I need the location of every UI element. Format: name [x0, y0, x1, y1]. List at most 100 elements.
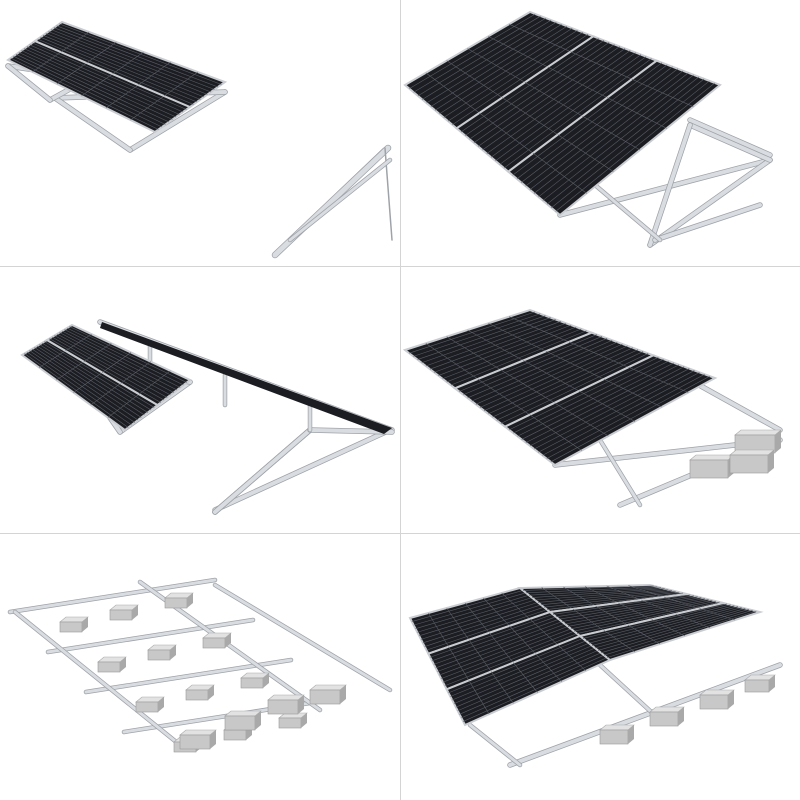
c3-panel-1-cell-line: [39, 350, 66, 368]
c4-panel-3-cell-line: [550, 375, 711, 463]
c5-block-front-2-top: [224, 710, 262, 717]
c4-panel-2: [453, 331, 656, 428]
c4-panel-1-cell-line: [425, 319, 556, 367]
c6-block-4: [744, 679, 770, 693]
c4-panel-3: [503, 354, 718, 467]
c6-panel-left-3-cell-line: [450, 640, 587, 697]
c6-block-1: [599, 729, 629, 745]
c6-panel-left-1-cell-line: [422, 604, 542, 644]
c5-block-4c-side: [301, 713, 307, 728]
c4-brace-face: [598, 438, 642, 507]
c2-panel-2-cell-line: [469, 42, 610, 140]
c4-panel-3-cell-line: [546, 373, 705, 459]
c2-base-face: [653, 203, 762, 242]
c6-panel-right-2-cell-line: [558, 596, 698, 620]
c6-block-2: [649, 711, 679, 727]
c2-panel-2-cell-line: [503, 58, 652, 169]
c2-panel-3-cell-line: [546, 78, 705, 205]
c5-block-2c-side: [225, 633, 231, 648]
c6-panel-right-3-cell-line: [582, 603, 728, 639]
c5-block-front-1-top: [179, 729, 217, 736]
c2-panel-2-cell-line: [478, 46, 620, 147]
c2-panel-3-cell-line: [516, 64, 668, 180]
c5-block-front-4: [309, 689, 341, 705]
c2-panel-1-cell-line: [422, 19, 552, 100]
c6-panel-right-3-cell-line: [585, 604, 731, 642]
c3-panel-edge: [100, 322, 392, 434]
c6-panel-right-2-cell-line: [564, 598, 706, 625]
c6-panel-left-3-cell-line: [457, 650, 599, 712]
c5-block-3c: [240, 677, 264, 689]
c6-panel-right-1-cell-line: [525, 586, 658, 594]
c4-panel-2-cell-line: [484, 345, 628, 411]
c5-block-front-4-top: [309, 684, 347, 691]
c6-panel-right-3-cell-line: [588, 605, 735, 644]
c6-panel-right-3-cell-line: [606, 610, 757, 658]
c6-panel-right-2-cell-line: [561, 597, 702, 622]
c6-panel-right-3-cell-line: [594, 607, 742, 649]
c1-panel-2-cell-line: [163, 71, 199, 97]
c6-panel-right-1-cell-line: [534, 589, 669, 601]
c4-panel-3-cell-line: [542, 372, 700, 456]
c1-frame-left-rafter-face: [6, 64, 52, 102]
c5-block-1a: [59, 621, 83, 633]
c2-panel-1-cell-line: [452, 34, 589, 125]
c4-panel-1-cell-line: [450, 330, 587, 386]
c4-panel-2-cell-line: [479, 343, 623, 408]
c3-panel-2-cell-line: [83, 343, 112, 362]
c2-frame-rafter-face: [648, 123, 692, 247]
c6-panel-right-3-cell-line: [591, 606, 739, 646]
c5-block-4b: [223, 729, 247, 741]
c6-panel-left-3-cell-line: [455, 647, 596, 708]
c4-block-1-side: [775, 430, 781, 453]
c2-panel-1-cell-line: [417, 17, 546, 97]
c6-block-1-side: [628, 725, 634, 744]
c2-panel-3-cell-line: [525, 68, 678, 187]
c6-block-3: [699, 694, 729, 710]
c4-panel-3-cell-line: [538, 370, 695, 453]
c5-block-front-1-side: [210, 730, 216, 749]
c4-panel-2-cell-line: [488, 347, 633, 415]
c2-panel-2-cell-line: [486, 50, 631, 154]
c6-panel-left-2: [426, 610, 582, 691]
c5-block-front-1: [179, 734, 211, 750]
c5-block-1c-side: [187, 593, 193, 608]
c2-panel-2-cell-line: [465, 40, 605, 136]
c5-block-2a: [97, 661, 121, 673]
c2-panel-2-cell-line: [495, 54, 642, 162]
c5-block-front-2-side: [255, 711, 261, 730]
c2-panel-1-cell-line: [409, 13, 536, 89]
c4-block-2: [689, 459, 729, 479]
c4-panel-3-cell-line: [525, 364, 680, 443]
c5-block-2b-side: [170, 645, 176, 660]
c5-block-1b: [109, 609, 133, 621]
c2-panel-1: [403, 10, 596, 130]
c2-frame-leg-face: [688, 123, 772, 162]
c2-panel-3-cell-line: [551, 80, 710, 209]
c2-panel-2-cell-line: [482, 48, 626, 151]
c6-panel-right-3-cell-line: [603, 609, 753, 656]
c6-panel-right-2-cell-line: [567, 599, 709, 627]
c5-block-1c: [164, 597, 188, 609]
c6-panel-left-2-cell-line: [435, 621, 563, 669]
vertical-divider: [400, 0, 401, 800]
c4-block-3: [729, 454, 769, 474]
c4-panel-2-cell-line: [496, 351, 644, 421]
c4-panel-2-cell-line: [475, 341, 618, 405]
c4-panel-3-cell-line: [509, 356, 659, 431]
c5-block-front-4-side: [340, 685, 346, 704]
horizontal-divider-2: [0, 533, 800, 534]
c6-panel-left-1-cell-line: [417, 597, 533, 633]
c6-brace-2-face: [598, 663, 662, 722]
c2-panel-3-cell-line: [529, 70, 684, 190]
c6-panel-left-3-cell-line: [452, 642, 590, 701]
c4-panel-3-cell-line: [529, 366, 685, 447]
c6-panel-right-3: [577, 601, 764, 662]
c5-block-3a: [135, 701, 159, 713]
c6-block-3-side: [728, 690, 734, 709]
c1-panel-2-cell-line: [60, 31, 90, 53]
c5-block-2b: [147, 649, 171, 661]
c6-panel-right-3-cell-line: [597, 608, 746, 651]
c2-panel-1-cell-line: [430, 23, 562, 107]
